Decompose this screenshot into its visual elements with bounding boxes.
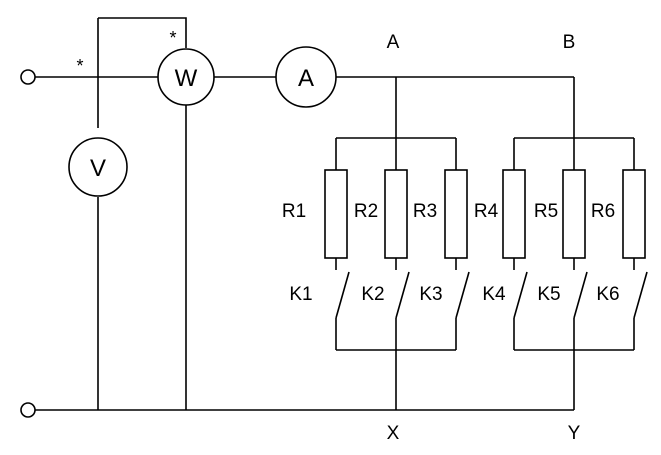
resistor-label-r3: R3 [413,201,437,222]
resistor-label-r5: R5 [534,201,558,222]
switch-label-k2: K2 [361,284,384,305]
resistor-label-r1: R1 [282,201,306,222]
switch-label-k4: K4 [482,284,506,305]
polarity-mark-voltage-coil: * [169,28,176,48]
resistor-r1 [324,169,348,259]
wattmeter-label: W [175,65,198,92]
wires [35,17,635,411]
resistor-r6 [622,169,646,259]
polarity-mark-current-coil: * [76,56,83,76]
node-label-a: A [387,32,400,53]
resistor-label-r4: R4 [474,201,499,222]
resistor-r3 [444,169,468,259]
switch-blades [335,271,648,319]
voltmeter-label: V [90,155,106,182]
node-label-y: Y [568,423,581,444]
resistor-r4 [502,169,526,259]
switch-label-k3: K3 [419,284,442,305]
input-terminal-top [20,69,36,85]
switch-label-k1: K1 [289,284,312,305]
ammeter-label: A [298,65,314,92]
resistor-r5 [562,169,586,259]
ammeter-symbol [275,46,337,108]
voltmeter-symbol [68,137,128,197]
resistor-r2 [384,169,408,259]
wattmeter-symbol [157,48,215,106]
switch-label-k5: K5 [537,284,560,305]
resistor-label-r6: R6 [591,201,615,222]
switch-label-k6: K6 [596,284,619,305]
node-label-x: X [387,423,400,444]
resistor-label-r2: R2 [354,201,378,222]
input-terminal-bottom [20,402,36,418]
node-label-b: B [563,32,576,53]
